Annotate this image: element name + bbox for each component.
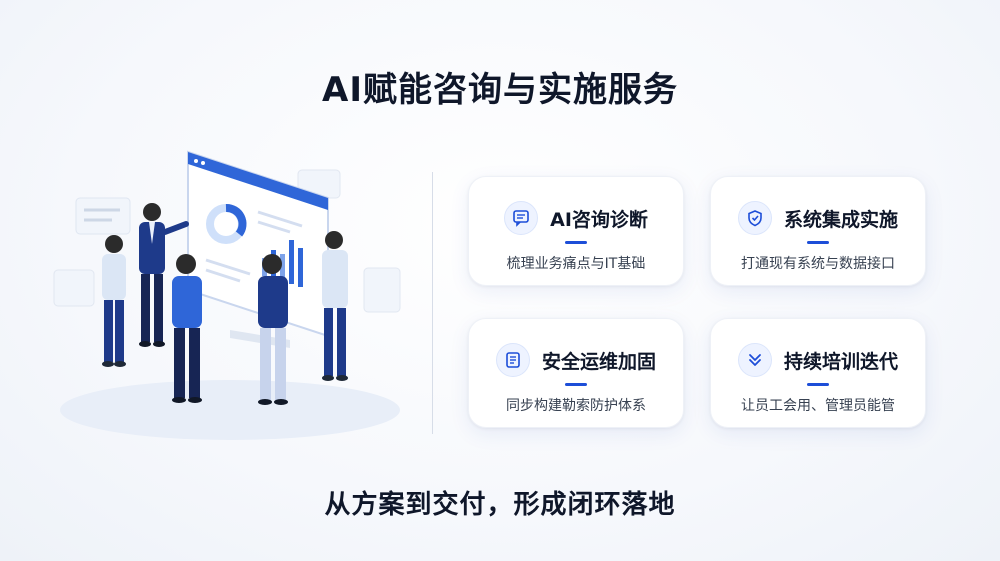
document-icon — [495, 343, 530, 377]
chat-icon — [504, 201, 539, 235]
slogan: 从方案到交付，形成闭环落地 — [324, 490, 676, 520]
shield-icon — [737, 201, 772, 235]
card-description: 同步构建勒索防护体系 — [506, 398, 646, 414]
accent-line — [565, 383, 587, 386]
vertical-divider — [432, 172, 433, 434]
person-left — [102, 235, 126, 367]
person-center-front — [172, 254, 202, 403]
card-title: 系统集成实施 — [783, 208, 898, 231]
page-title: AI赋能咨询与实施服务 — [322, 70, 678, 110]
card-security-ops[interactable]: 安全运维加固 同步构建勒索防护体系 — [468, 318, 684, 428]
dashboard-screen — [187, 150, 329, 338]
card-system-integration[interactable]: 系统集成实施 打通现有系统与数据接口 — [710, 176, 926, 286]
card-training[interactable]: 持续培训迭代 让员工会用、管理员能管 — [710, 318, 926, 428]
person-far-right — [322, 231, 348, 381]
team-meeting-illustration — [53, 150, 401, 440]
card-description: 打通现有系统与数据接口 — [741, 256, 895, 272]
card-ai-consulting[interactable]: AI咨询诊断 梳理业务痛点与IT基础 — [468, 176, 684, 286]
card-description: 让员工会用、管理员能管 — [741, 398, 895, 414]
accent-line — [565, 241, 587, 244]
accent-line — [807, 241, 829, 244]
card-description: 梳理业务痛点与IT基础 — [506, 256, 646, 272]
person-right-front — [258, 254, 288, 405]
double-chevron-down-icon — [737, 343, 772, 377]
person-presenter — [139, 203, 189, 347]
accent-line — [807, 383, 829, 386]
card-title: 安全运维加固 — [541, 350, 656, 373]
card-title: AI咨询诊断 — [550, 208, 648, 231]
card-title: 持续培训迭代 — [783, 350, 898, 373]
